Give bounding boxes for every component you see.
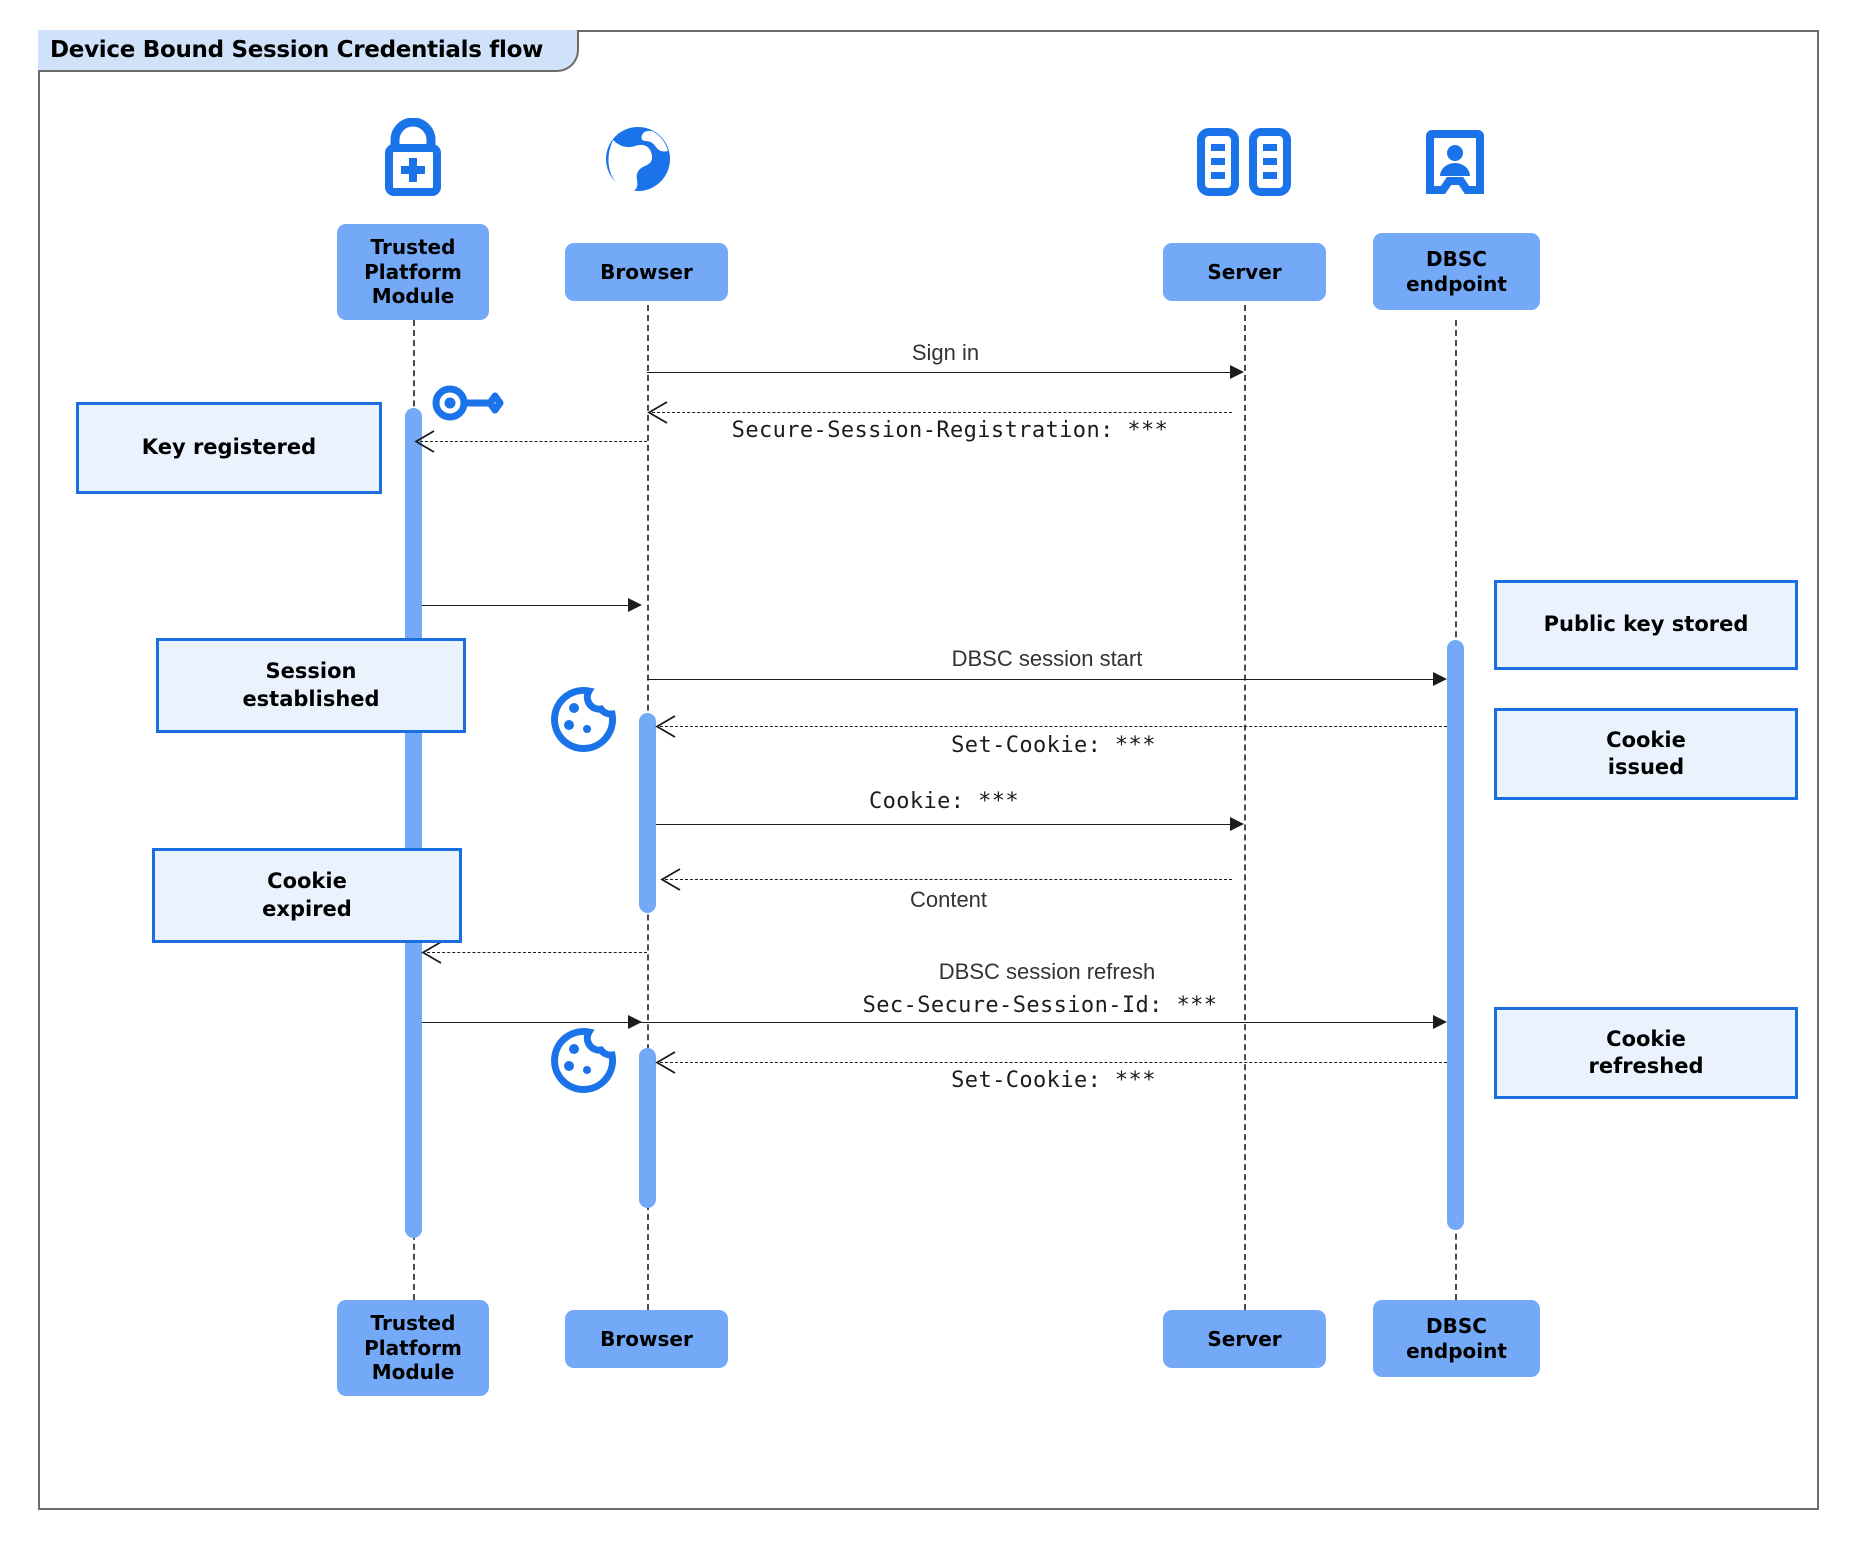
message-line-set-cookie-1 <box>660 726 1447 727</box>
cookie-icon <box>549 1027 617 1100</box>
participant-server-top[interactable]: Server <box>1163 243 1326 301</box>
message-label-set-cookie-2: Set-Cookie: *** <box>951 1068 1156 1093</box>
diagram-frame-tab: Device Bound Session Credentials flow <box>38 30 580 72</box>
participant-dbsc-top[interactable]: DBSC endpoint <box>1373 233 1540 310</box>
note-label: Public key stored <box>1543 612 1749 637</box>
cookie-icon <box>549 686 617 759</box>
message-label-sign-in: Sign in <box>911 340 980 365</box>
message-label-dbsc-session-refresh: DBSC session refresh <box>938 959 1156 984</box>
participant-tpm-top[interactable]: Trusted Platform Module <box>337 224 489 320</box>
participant-tpm-bottom[interactable]: Trusted Platform Module <box>337 1300 489 1396</box>
message-label-dbsc-session-start: DBSC session start <box>951 646 1143 671</box>
message-arrow-tpm-to-browser <box>628 598 642 612</box>
activation-tpm <box>405 408 422 1238</box>
participant-label: Browser <box>600 259 693 284</box>
message-arrow-set-cookie-2 <box>655 1051 676 1074</box>
message-label-secure-session-registration: Secure-Session-Registration: *** <box>731 418 1169 443</box>
message-label-set-cookie-1: Set-Cookie: *** <box>951 733 1156 758</box>
message-line-set-cookie-2 <box>660 1062 1447 1063</box>
participant-label: DBSC endpoint <box>1406 247 1507 296</box>
message-arrow-sec-secure-session-id <box>1433 1015 1447 1029</box>
message-line-dbsc-session-refresh <box>427 952 647 953</box>
activation-browser-2 <box>639 1048 656 1208</box>
message-line-content <box>665 879 1232 880</box>
message-line-sign-in <box>647 372 1232 373</box>
message-arrow-set-cookie-1 <box>655 715 676 738</box>
message-label-content: Content <box>909 887 988 912</box>
activation-dbsc <box>1447 640 1464 1230</box>
id-badge-icon <box>1424 128 1486 203</box>
note-label: Cookie issued <box>1606 727 1686 779</box>
message-arrow-secure-session-registration <box>647 401 668 424</box>
message-arrow-cookie <box>1230 817 1244 831</box>
key-icon <box>432 381 508 430</box>
message-line-cookie <box>656 824 1232 825</box>
participant-server-bottom[interactable]: Server <box>1163 1310 1326 1368</box>
message-arrow-dbsc-session-start <box>1433 672 1447 686</box>
note-label: Cookie refreshed <box>1588 1026 1704 1078</box>
note-key-registered: Key registered <box>76 402 382 494</box>
message-line-secure-session-registration <box>652 412 1232 413</box>
note-cookie-issued: Cookie issued <box>1494 708 1798 800</box>
message-arrow-content <box>660 868 681 891</box>
message-arrow-dbsc-session-refresh <box>421 941 442 964</box>
participant-dbsc-bottom[interactable]: DBSC endpoint <box>1373 1300 1540 1377</box>
lifeline-server <box>1244 285 1246 1310</box>
lock-plus-icon <box>365 117 461 201</box>
message-arrow-registration-to-tpm <box>414 430 435 453</box>
participant-browser-top[interactable]: Browser <box>565 243 728 301</box>
note-label: Key registered <box>141 435 317 460</box>
participant-label: Trusted Platform Module <box>364 1311 462 1385</box>
note-session-established: Session established <box>156 638 466 733</box>
message-line-tpm-to-browser <box>422 605 637 606</box>
participant-label: Server <box>1207 1326 1282 1351</box>
note-cookie-refreshed: Cookie refreshed <box>1494 1007 1798 1099</box>
participant-label: DBSC endpoint <box>1406 1314 1507 1363</box>
message-label-cookie: Cookie: *** <box>868 789 1020 814</box>
message-line-sec-secure-session-id <box>422 1022 1435 1023</box>
globe-icon <box>597 122 679 201</box>
participant-label: Trusted Platform Module <box>364 235 462 309</box>
message-label-sec-secure-session-id: Sec-Secure-Session-Id: *** <box>862 993 1218 1018</box>
message-arrow-sign-in <box>1230 365 1244 379</box>
note-public-key-stored: Public key stored <box>1494 580 1798 670</box>
participant-label: Browser <box>600 1326 693 1351</box>
diagram-title: Device Bound Session Credentials flow <box>50 37 544 63</box>
note-label: Session established <box>242 659 380 711</box>
message-line-dbsc-session-start <box>647 679 1435 680</box>
participant-label: Server <box>1207 259 1282 284</box>
server-racks-icon <box>1197 128 1291 201</box>
diagram-frame <box>38 30 1819 1510</box>
note-cookie-expired: Cookie expired <box>152 848 462 943</box>
message-arrow-tpm-to-browser-2 <box>628 1015 642 1029</box>
participant-browser-bottom[interactable]: Browser <box>565 1310 728 1368</box>
message-line-registration-to-tpm <box>420 441 647 442</box>
note-label: Cookie expired <box>262 869 352 921</box>
activation-browser-1 <box>639 713 656 913</box>
